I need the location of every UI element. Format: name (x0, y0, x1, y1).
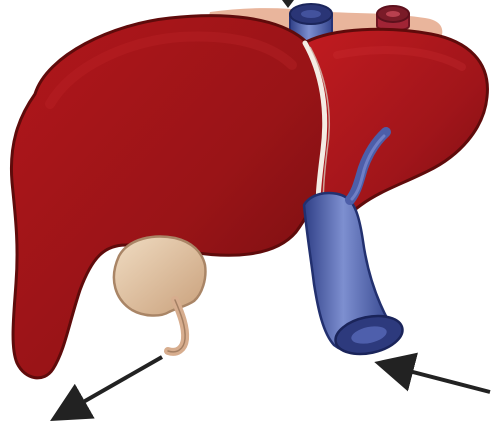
gallbladder (114, 237, 206, 316)
hepatic-artery (377, 6, 409, 31)
